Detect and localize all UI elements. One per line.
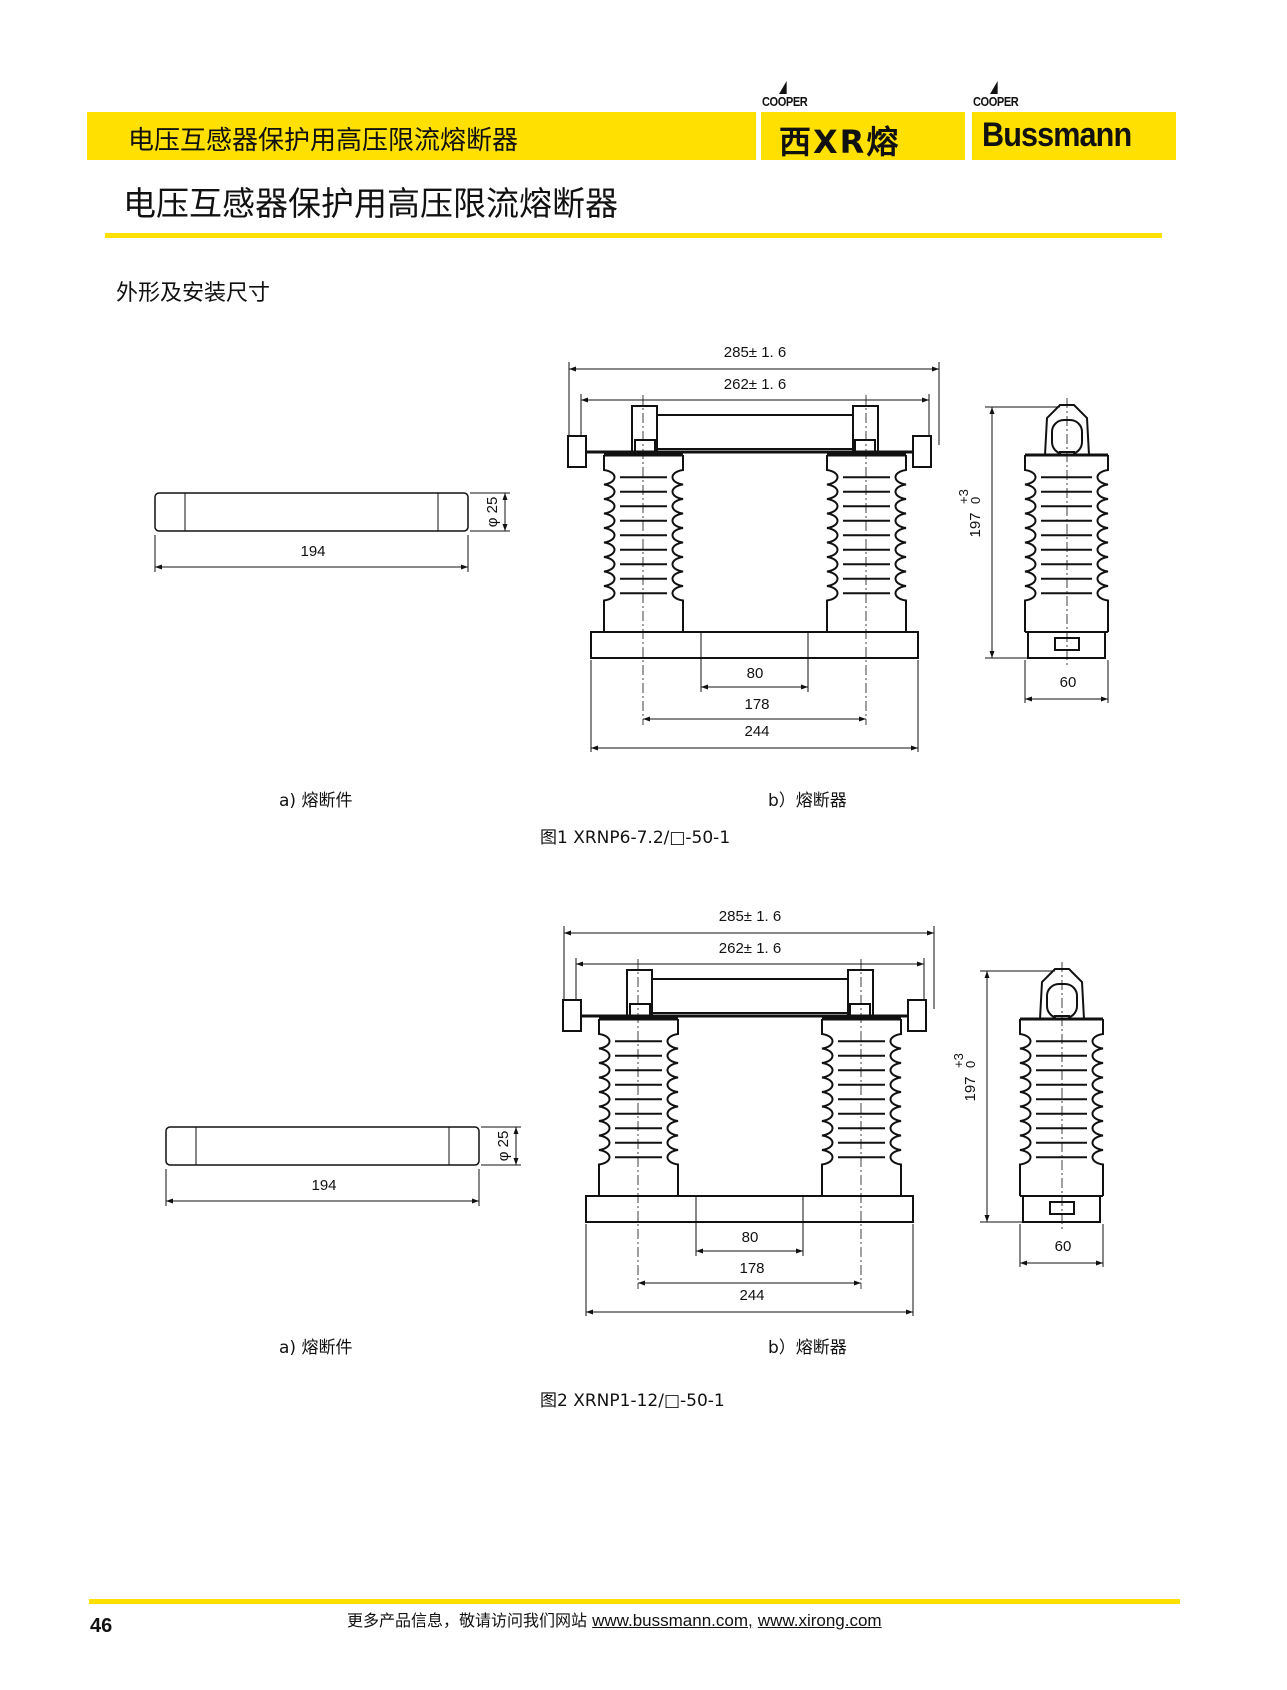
fuse-base-drawing: 285± 1. 6 262± 1. 6 80 178 244 197 +30 60: [567, 344, 1109, 752]
dim-height-tol-upper: +3: [951, 1053, 966, 1068]
side-insulator: [1024, 453, 1109, 633]
side-insulator: [1019, 1017, 1104, 1197]
header-bar-title: 电压互感器保护用高压限流熔断器: [128, 126, 519, 156]
dim-height-label: 197: [967, 512, 984, 537]
insulator-left-profile: [826, 455, 839, 632]
fuse-body: [165, 1126, 480, 1166]
side-base: [1022, 1195, 1101, 1223]
insulator-left-profile: [1024, 455, 1037, 632]
dim-length-label: 194: [311, 1177, 336, 1194]
insulator-right: [821, 1017, 902, 1197]
dim-overall-label: 285± 1. 6: [719, 908, 781, 925]
fuse-body: [154, 492, 469, 532]
dim-base-label: 244: [744, 723, 769, 740]
footer-rule: [89, 1599, 1180, 1604]
insulator-right-profile: [1091, 1019, 1104, 1196]
fuse-element-drawing: 194 φ 25: [165, 1126, 521, 1206]
fuse-tube: [644, 978, 856, 1014]
fig1-part-b-label: b）熔断器: [768, 791, 847, 811]
bussmann-logo: Bussmann: [972, 112, 1176, 160]
section-title: 外形及安装尺寸: [116, 281, 271, 306]
insulator-right-profile: [889, 1019, 902, 1196]
insulator-right-profile: [671, 455, 684, 632]
dim-hole-label: 80: [747, 665, 764, 682]
insulator-left-profile: [1019, 1019, 1032, 1196]
terminal-bolt-left: [562, 999, 582, 1032]
fig1-part-a-label: a) 熔断件: [279, 791, 353, 811]
dim-inner-label: 262± 1. 6: [724, 376, 786, 393]
insulator-left-profile: [821, 1019, 834, 1196]
dim-inner-label: 262± 1. 6: [719, 940, 781, 957]
insulator-fill: [1025, 455, 1108, 632]
dim-height-tol-lower: 0: [968, 497, 983, 504]
link-bussmann[interactable]: www.bussmann.com: [592, 1611, 748, 1630]
insulator-right-profile: [666, 1019, 679, 1196]
terminal-bolt-right: [912, 435, 932, 468]
dim-diameter-label: φ 25: [495, 1131, 512, 1162]
side-base: [1027, 631, 1106, 659]
footer-text: 更多产品信息，敬请访问我们网站: [347, 1611, 588, 1630]
insulator-right: [826, 453, 907, 633]
terminal-bolt-left: [567, 435, 587, 468]
dim-height-label: 197: [962, 1076, 979, 1101]
dim-depth-label: 60: [1055, 1238, 1072, 1255]
insulator-left: [603, 453, 684, 633]
dim-length-label: 194: [300, 543, 325, 560]
insulator-left-profile: [598, 1019, 611, 1196]
fig2-part-a-label: a) 熔断件: [279, 1338, 353, 1358]
cooper-logo: COOPER: [973, 81, 1019, 109]
fuse-base-drawing: 285± 1. 6 262± 1. 6 80 178 244 197 +30 60: [562, 908, 1104, 1316]
title-underline: [105, 233, 1162, 238]
dim-centers-label: 178: [739, 1260, 764, 1277]
dim-height-tol-upper: +3: [956, 489, 971, 504]
cooper-logo: COOPER: [762, 81, 808, 109]
bussmann-logo-text: Bussmann: [982, 116, 1132, 154]
page-title: 电压互感器保护用高压限流熔断器: [123, 184, 618, 223]
dim-diameter-label: φ 25: [484, 497, 501, 528]
insulator-right-profile: [1096, 455, 1109, 632]
fig1-caption: 图1 XRNP6-7.2/□-50-1: [540, 828, 731, 848]
mounting-base: [585, 1195, 914, 1223]
dim-centers-label: 178: [744, 696, 769, 713]
fig2-caption: 图2 XRNP1-12/□-50-1: [540, 1391, 725, 1411]
insulator-fill: [827, 455, 906, 632]
insulator-fill: [822, 1019, 901, 1196]
dim-overall-label: 285± 1. 6: [724, 344, 786, 361]
insulator-left: [598, 1017, 679, 1197]
mounting-base: [590, 631, 919, 659]
terminal-bolt-right: [907, 999, 927, 1032]
fuse-element-drawing: 194 φ 25: [154, 492, 510, 572]
dim-depth-label: 60: [1060, 674, 1077, 691]
dim-hole-label: 80: [742, 1229, 759, 1246]
xirong-logo-text: 西XR熔: [779, 123, 901, 161]
fig2-part-b-label: b）熔断器: [768, 1338, 847, 1358]
header-bar: [87, 112, 756, 160]
insulator-fill: [599, 1019, 678, 1196]
link-separator: ,: [748, 1611, 753, 1630]
link-xirong[interactable]: www.xirong.com: [757, 1611, 882, 1630]
dim-height-tol-lower: 0: [963, 1061, 978, 1068]
dim-base-label: 244: [739, 1287, 764, 1304]
insulator-right-profile: [894, 455, 907, 632]
insulator-fill: [604, 455, 683, 632]
xirong-logo: 西XR熔: [761, 112, 965, 161]
insulator-left-profile: [603, 455, 616, 632]
insulator-fill: [1020, 1019, 1103, 1196]
page-number: 46: [90, 1615, 113, 1637]
fuse-tube: [649, 414, 861, 450]
footer-line: 更多产品信息，敬请访问我们网站 www.bussmann.com, www.xi…: [347, 1607, 882, 1631]
